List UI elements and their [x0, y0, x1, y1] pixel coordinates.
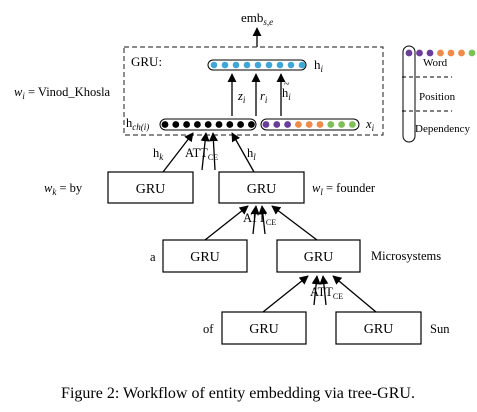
- child-hidden-dot: [226, 121, 234, 128]
- input-feature-dot: [327, 121, 335, 128]
- hidden-unit-dot: [298, 61, 306, 69]
- gru-box-of-label: GRU: [249, 322, 279, 337]
- hidden-unit-dot: [221, 61, 229, 69]
- legend-dependency: Dependency: [415, 123, 470, 135]
- gru-box-sun-label: GRU: [364, 322, 394, 337]
- word-a: a: [150, 250, 156, 264]
- legend-word: Word: [423, 57, 448, 69]
- att-mid-label: ATTCE: [243, 211, 276, 227]
- word-sun: Sun: [430, 322, 450, 336]
- x-i-vector: [260, 118, 360, 131]
- child-hidden-dot: [194, 121, 201, 128]
- legend: Word Position Dependency: [402, 45, 476, 143]
- z-label: zi: [237, 89, 246, 105]
- hidden-unit-dot: [243, 61, 251, 69]
- gru-box-by-label: GRU: [136, 182, 166, 197]
- gru-box-microsystems-label: GRU: [304, 250, 334, 265]
- emb-label: embs,e: [241, 10, 273, 27]
- htilde-label: hi: [282, 86, 291, 102]
- child-hidden-dot: [215, 121, 223, 128]
- hidden-unit-dot: [276, 61, 284, 69]
- input-feature-dot: [316, 121, 324, 128]
- input-feature-dot: [273, 121, 281, 128]
- gru-cell-frame: [123, 46, 384, 136]
- hk-label: hk: [153, 146, 164, 162]
- gru-colon-label: GRU:: [131, 54, 162, 69]
- arrow-hl: [231, 132, 255, 173]
- arrow-att-mid-1: [250, 205, 260, 235]
- word-of: of: [203, 322, 214, 336]
- input-feature-dot: [295, 121, 302, 128]
- wl-word-label: wl = founder: [312, 181, 376, 197]
- att-bot-label: ATTCE: [310, 285, 343, 301]
- arrow-micro-to-founder: [271, 205, 318, 241]
- arrow-att-top-2: [208, 132, 218, 171]
- gru-box-microsystems: [276, 239, 361, 273]
- tilde-mark: ~: [284, 79, 290, 90]
- hidden-unit-dot: [265, 61, 273, 69]
- figure-caption: Figure 2: Workflow of entity embedding v…: [61, 385, 415, 402]
- h-ch-vector: [159, 118, 257, 131]
- arrow-a-to-founder: [204, 205, 249, 241]
- legend-dot: [426, 49, 434, 57]
- gru-box-founder: [218, 171, 305, 204]
- gru-box-of: [221, 311, 307, 345]
- input-feature-dot: [349, 121, 356, 128]
- hidden-unit-dot: [232, 61, 240, 69]
- legend-dot: [468, 49, 476, 57]
- legend-position: Position: [419, 91, 456, 103]
- gru-box-a-label: GRU: [190, 250, 220, 265]
- legend-dot: [437, 49, 444, 57]
- att-top-label: ATTCE: [185, 146, 218, 162]
- arrow-att-bot-2: [319, 275, 329, 306]
- r-label: ri: [260, 89, 268, 105]
- child-hidden-dot: [172, 121, 180, 128]
- gru-box-by: [107, 171, 194, 204]
- child-hidden-dot: [237, 121, 245, 128]
- legend-dot: [447, 49, 455, 57]
- hidden-unit-dot: [287, 61, 295, 69]
- wk-word-label: wk = by: [44, 181, 83, 197]
- hidden-unit-dot: [210, 61, 218, 69]
- child-hidden-dot: [204, 121, 212, 128]
- x-i-label: xi: [365, 117, 375, 133]
- arrow-sun-to-micro: [332, 275, 377, 313]
- legend-dot: [416, 49, 423, 57]
- child-hidden-dot: [183, 121, 191, 128]
- input-feature-dot: [305, 121, 313, 128]
- gru-box-a: [162, 239, 248, 273]
- arrow-hk: [162, 132, 194, 173]
- child-hidden-dot: [161, 121, 169, 128]
- h-i-vector: [207, 59, 307, 71]
- arrow-of-to-micro: [262, 275, 309, 313]
- gru-box-sun: [335, 311, 422, 345]
- input-feature-dot: [284, 121, 291, 128]
- hl-label: hl: [247, 146, 256, 162]
- arrow-att-top-1: [200, 132, 210, 171]
- input-feature-dot: [338, 121, 345, 128]
- wi-word-label: wi = Vinod_Khosla: [14, 85, 111, 101]
- arrow-att-bot-1: [311, 275, 321, 306]
- hidden-unit-dot: [254, 61, 262, 69]
- child-hidden-dot: [248, 121, 255, 128]
- legend-dot: [458, 49, 465, 57]
- input-feature-dot: [262, 121, 270, 128]
- legend-dot: [405, 49, 413, 57]
- word-microsystems: Microsystems: [371, 249, 441, 263]
- hch-label: hch(i): [126, 116, 149, 132]
- arrow-att-mid-2: [258, 205, 268, 235]
- h-i-label: hi: [314, 57, 324, 74]
- gru-box-founder-label: GRU: [247, 182, 277, 197]
